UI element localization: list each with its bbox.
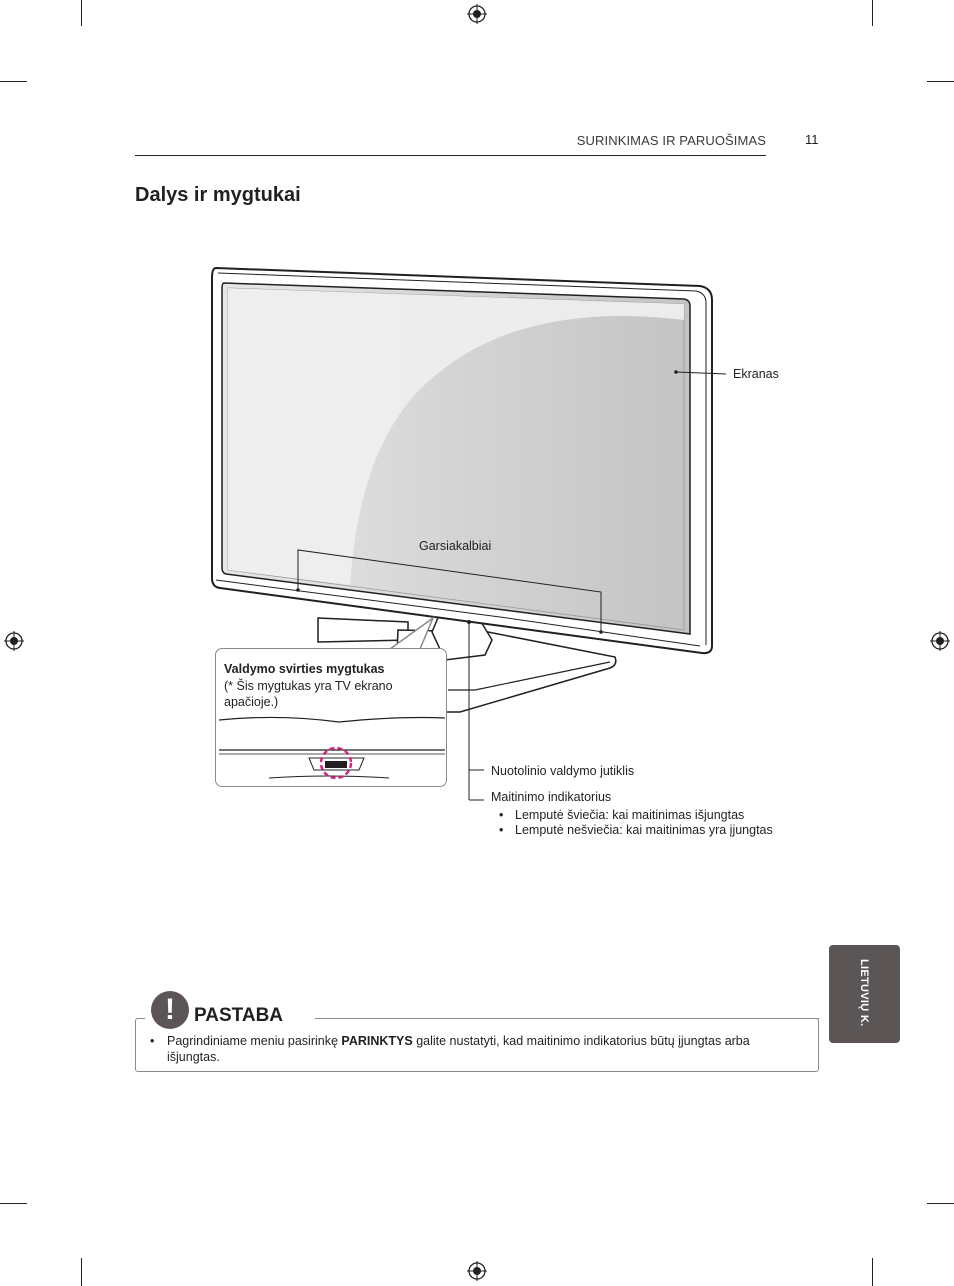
crop-mark	[872, 0, 873, 26]
registration-mark-icon	[930, 631, 950, 651]
registration-mark-icon	[4, 631, 24, 651]
language-tab-label: LIETUVIŲ K.	[858, 959, 871, 1027]
header-rule	[135, 155, 766, 156]
note-divider	[316, 1018, 819, 1019]
section-header: SURINKIMAS IR PARUOŠIMAS	[576, 133, 766, 148]
label-speakers: Garsiakalbiai	[419, 539, 492, 553]
callout-detail-drawing	[219, 716, 445, 780]
list-item: Lemputė šviečia: kai maitinimas išjungta…	[499, 808, 773, 823]
tv-illustration	[211, 266, 727, 801]
crop-mark	[81, 1258, 82, 1286]
crop-mark	[81, 0, 82, 26]
exclamation-icon: !	[151, 991, 189, 1029]
label-power-indicator: Maitinimo indikatorius	[491, 790, 612, 804]
label-remote-sensor: Nuotolinio valdymo jutiklis	[491, 764, 635, 778]
note-text: Pagrindiniame meniu pasirinkę PARINKTYS …	[150, 1033, 805, 1065]
language-tab: LIETUVIŲ K.	[829, 945, 900, 1043]
registration-mark-icon	[467, 4, 487, 24]
label-screen: Ekranas	[733, 367, 779, 381]
page-title: Dalys ir mygtukai	[135, 184, 301, 206]
crop-mark	[927, 1203, 954, 1204]
crop-mark	[0, 81, 27, 82]
callout-note: (* Šis mygtukas yra TV ekrano apačioje.)	[224, 679, 393, 709]
crop-mark	[0, 1203, 27, 1204]
note-title: PASTABA	[194, 1005, 284, 1026]
crop-mark	[872, 1258, 873, 1286]
callout-title: Valdymo svirties mygtukas	[224, 662, 385, 676]
registration-mark-icon	[467, 1261, 487, 1281]
stand-base	[317, 617, 409, 643]
crop-mark	[927, 81, 954, 82]
page-number: 11	[805, 132, 819, 147]
power-indicator-list: Lemputė šviečia: kai maitinimas išjungta…	[499, 808, 773, 838]
list-item: Lemputė nešviečia: kai maitinimas yra įj…	[499, 823, 773, 838]
